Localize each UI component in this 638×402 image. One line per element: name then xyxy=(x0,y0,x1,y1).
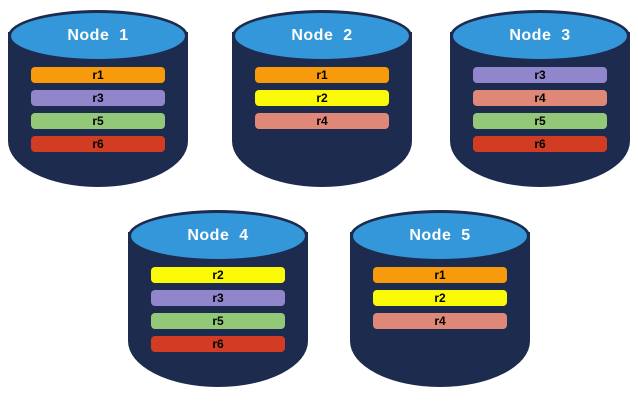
shard-bar[interactable]: r3 xyxy=(31,90,165,106)
shard-bar[interactable]: r3 xyxy=(151,290,285,306)
cylinder-top-disc xyxy=(350,210,530,262)
shard-bar[interactable]: r4 xyxy=(255,113,389,129)
node-label: Node 2 xyxy=(291,27,353,44)
shard-bar[interactable]: r1 xyxy=(255,67,389,83)
database-node-3[interactable]: Node 3 r3 r4 r5 r6 xyxy=(450,10,630,195)
shard-bar[interactable]: r2 xyxy=(373,290,507,306)
database-node-1[interactable]: Node 1 r1 r3 r5 r6 xyxy=(8,10,188,195)
shard-list: r3 r4 r5 r6 xyxy=(473,67,607,159)
shard-bar[interactable]: r2 xyxy=(151,267,285,283)
shard-bar[interactable]: r6 xyxy=(151,336,285,352)
node-label: Node 5 xyxy=(409,227,471,244)
shard-bar[interactable]: r4 xyxy=(373,313,507,329)
shard-bar[interactable]: r5 xyxy=(151,313,285,329)
cylinder-top-disc xyxy=(450,10,630,62)
shard-bar[interactable]: r6 xyxy=(31,136,165,152)
database-node-5[interactable]: Node 5 r1 r2 r4 xyxy=(350,210,530,395)
shard-bar[interactable]: r5 xyxy=(473,113,607,129)
shard-list: r1 r2 r4 xyxy=(255,67,389,136)
shard-list: r1 r3 r5 r6 xyxy=(31,67,165,159)
node-label: Node 3 xyxy=(509,27,571,44)
shard-bar[interactable]: r6 xyxy=(473,136,607,152)
shard-list: r1 r2 r4 xyxy=(373,267,507,336)
node-label: Node 1 xyxy=(67,27,129,44)
shard-bar[interactable]: r3 xyxy=(473,67,607,83)
cylinder-top-disc xyxy=(8,10,188,62)
shard-bar[interactable]: r2 xyxy=(255,90,389,106)
shard-bar[interactable]: r1 xyxy=(31,67,165,83)
cylinder-top-disc xyxy=(128,210,308,262)
cylinder-top-disc xyxy=(232,10,412,62)
shard-list: r2 r3 r5 r6 xyxy=(151,267,285,359)
shard-bar[interactable]: r5 xyxy=(31,113,165,129)
database-node-2[interactable]: Node 2 r1 r2 r4 xyxy=(232,10,412,195)
shard-bar[interactable]: r1 xyxy=(373,267,507,283)
database-node-4[interactable]: Node 4 r2 r3 r5 r6 xyxy=(128,210,308,395)
shard-bar[interactable]: r4 xyxy=(473,90,607,106)
node-label: Node 4 xyxy=(187,227,249,244)
